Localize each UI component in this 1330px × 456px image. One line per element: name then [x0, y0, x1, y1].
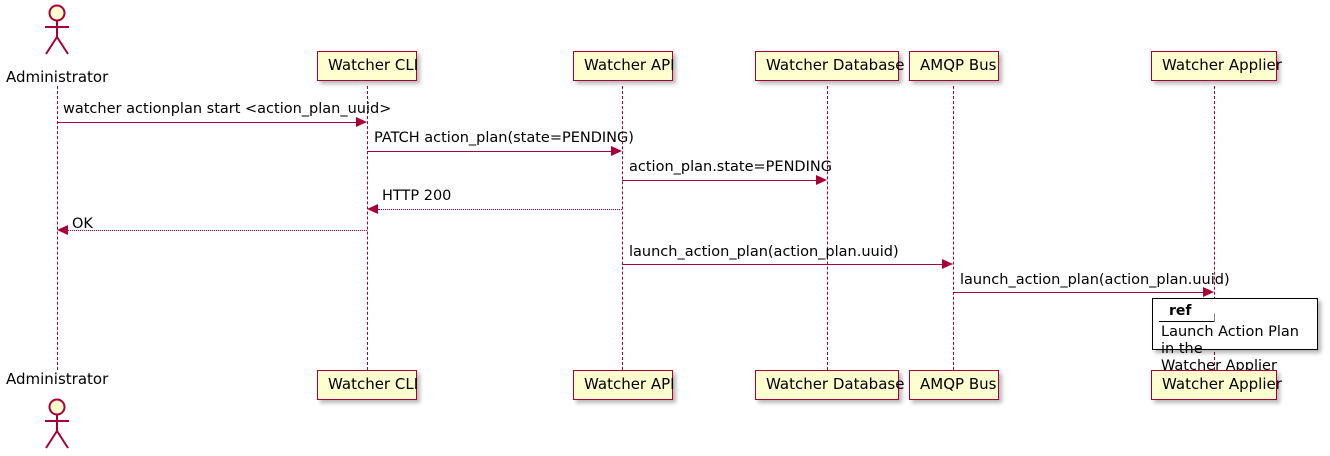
message-arrowhead-5: [57, 225, 68, 235]
message-label-4: HTTP 200: [382, 188, 452, 204]
message-label-3: action_plan.state=PENDING: [629, 159, 832, 175]
message-arrowhead-3: [816, 175, 827, 185]
participant-amqp-bus-top[interactable]: AMQP Bus: [909, 51, 999, 81]
message-label-6: launch_action_plan(action_plan.uuid): [629, 244, 899, 260]
participant-watcher-api-top[interactable]: Watcher API: [573, 51, 675, 81]
ref-fragment-keyword: ref: [1159, 303, 1215, 322]
actor-icon-administrator-top: [45, 4, 69, 55]
message-arrowhead-2: [611, 146, 622, 156]
message-line-3: [622, 180, 816, 181]
message-label-7: launch_action_plan(action_plan.uuid): [960, 272, 1230, 288]
lifeline-watcher-cli: [367, 86, 368, 370]
actor-icon-administrator-bottom: [45, 398, 69, 449]
lifeline-watcher-applier: [1214, 86, 1215, 370]
message-line-7: [953, 292, 1203, 293]
message-arrowhead-1: [356, 117, 367, 127]
participant-watcher-applier-top[interactable]: Watcher Applier: [1151, 51, 1282, 81]
lifeline-watcher-api: [622, 86, 623, 370]
message-line-6: [622, 264, 942, 265]
participant-watcher-cli-top[interactable]: Watcher CLI: [317, 51, 418, 81]
message-line-4: [378, 209, 622, 210]
ref-fragment-line-1: Launch Action Plan in the: [1161, 324, 1299, 357]
message-arrowhead-4: [367, 204, 378, 214]
participant-watcher-cli-bottom[interactable]: Watcher CLI: [317, 370, 418, 400]
lifeline-amqp-bus: [953, 86, 954, 370]
message-arrowhead-7: [1203, 287, 1214, 297]
message-label-2: PATCH action_plan(state=PENDING): [374, 130, 634, 146]
participant-watcher-database-bottom[interactable]: Watcher Database: [755, 370, 904, 400]
participant-label-administrator-top: Administrator: [6, 68, 109, 86]
ref-fragment: ref Launch Action Plan in the Watcher Ap…: [1152, 298, 1318, 374]
message-arrowhead-6: [942, 259, 953, 269]
message-label-1: watcher actionplan start <action_plan_uu…: [63, 101, 392, 117]
participant-amqp-bus-bottom[interactable]: AMQP Bus: [909, 370, 999, 400]
participant-watcher-database-top[interactable]: Watcher Database: [755, 51, 904, 81]
participant-label-administrator-bottom: Administrator: [6, 370, 109, 388]
lifeline-watcher-database: [827, 86, 828, 370]
ref-fragment-text: Launch Action Plan in the Watcher Applie…: [1161, 324, 1313, 375]
message-label-5: OK: [72, 216, 93, 232]
message-line-1: [57, 122, 357, 123]
message-line-5: [68, 230, 367, 231]
participant-watcher-api-bottom[interactable]: Watcher API: [573, 370, 675, 400]
participant-watcher-applier-bottom[interactable]: Watcher Applier: [1151, 370, 1282, 400]
message-line-2: [367, 151, 611, 152]
